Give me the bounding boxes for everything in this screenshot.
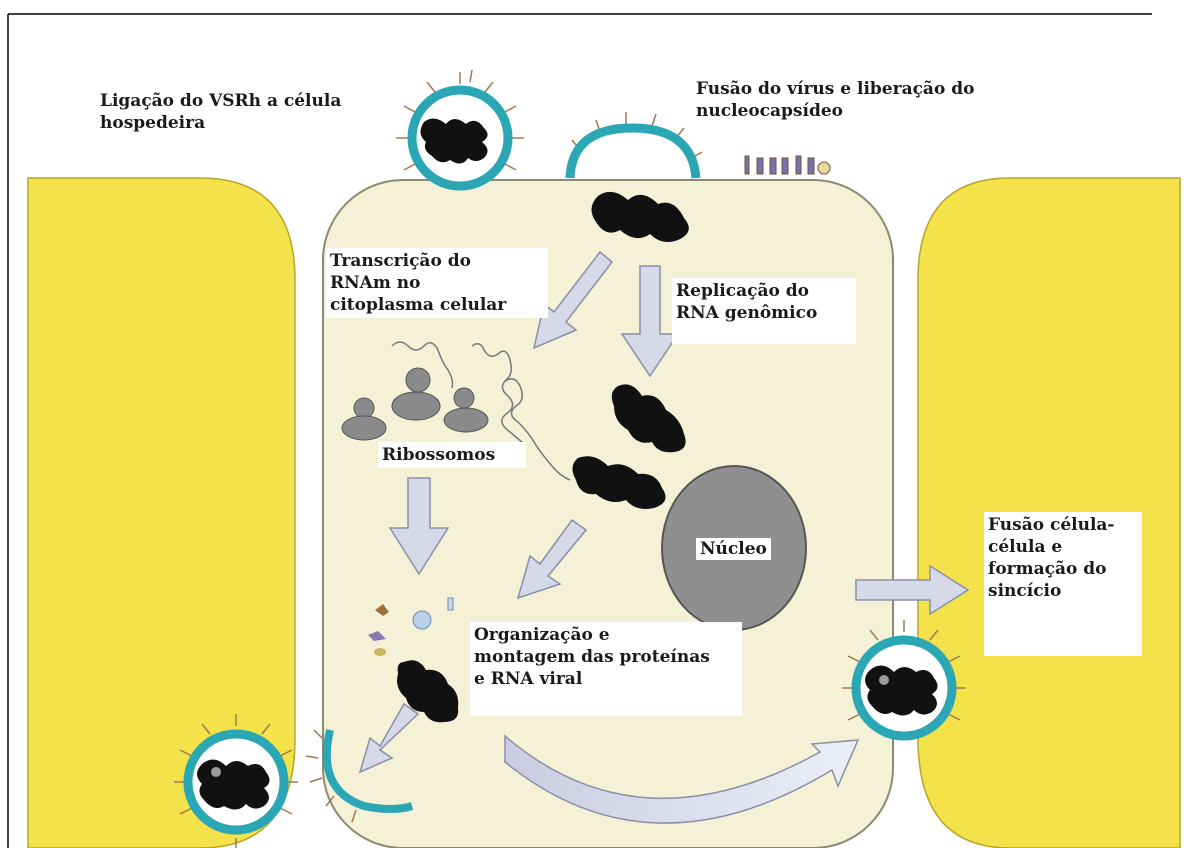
arrow-transcription — [532, 250, 614, 350]
budding-virus — [305, 729, 414, 823]
label-transcription: Transcrição do RNAm no citoplasma celula… — [326, 248, 548, 318]
arrow-curved-bottom — [504, 734, 860, 824]
arrow-exit — [358, 702, 420, 774]
mrna-strands — [391, 341, 571, 481]
label-fusion-release: Fusão do vírus e liberação do nucleocaps… — [696, 79, 975, 121]
ribosomes — [341, 367, 489, 441]
nucleocapsid-replicated-2 — [572, 456, 666, 509]
nucleocapsid-released — [591, 191, 689, 242]
label-replication: Replicação do RNA genômico — [672, 278, 856, 344]
cell-fusion-virus — [842, 620, 966, 741]
host-cell — [322, 179, 894, 848]
viral-proteins — [368, 597, 454, 656]
fusing-virus-top — [565, 112, 831, 179]
label-nucleus: Núcleo — [696, 538, 771, 560]
label-cell-fusion: Fusão célula- célula e formação do sincí… — [984, 512, 1142, 656]
label-binding: Ligação do VSRh a célula hospedeira — [100, 91, 342, 133]
label-assembly: Organização e montagem das proteínas e R… — [470, 622, 742, 716]
label-ribosomes: Ribossomos — [378, 442, 526, 468]
arrow-ribosomes-down — [388, 477, 450, 576]
arrows — [358, 250, 970, 774]
arrow-nucleocapsid-assembly — [516, 518, 588, 600]
arrow-replication — [620, 265, 680, 378]
binding-virus — [396, 69, 524, 191]
released-virus — [174, 714, 298, 848]
nucleocapsid-replicated-1 — [611, 384, 686, 453]
arrow-cell-fusion — [855, 564, 970, 616]
nucleocapsid-assembly — [397, 660, 459, 723]
